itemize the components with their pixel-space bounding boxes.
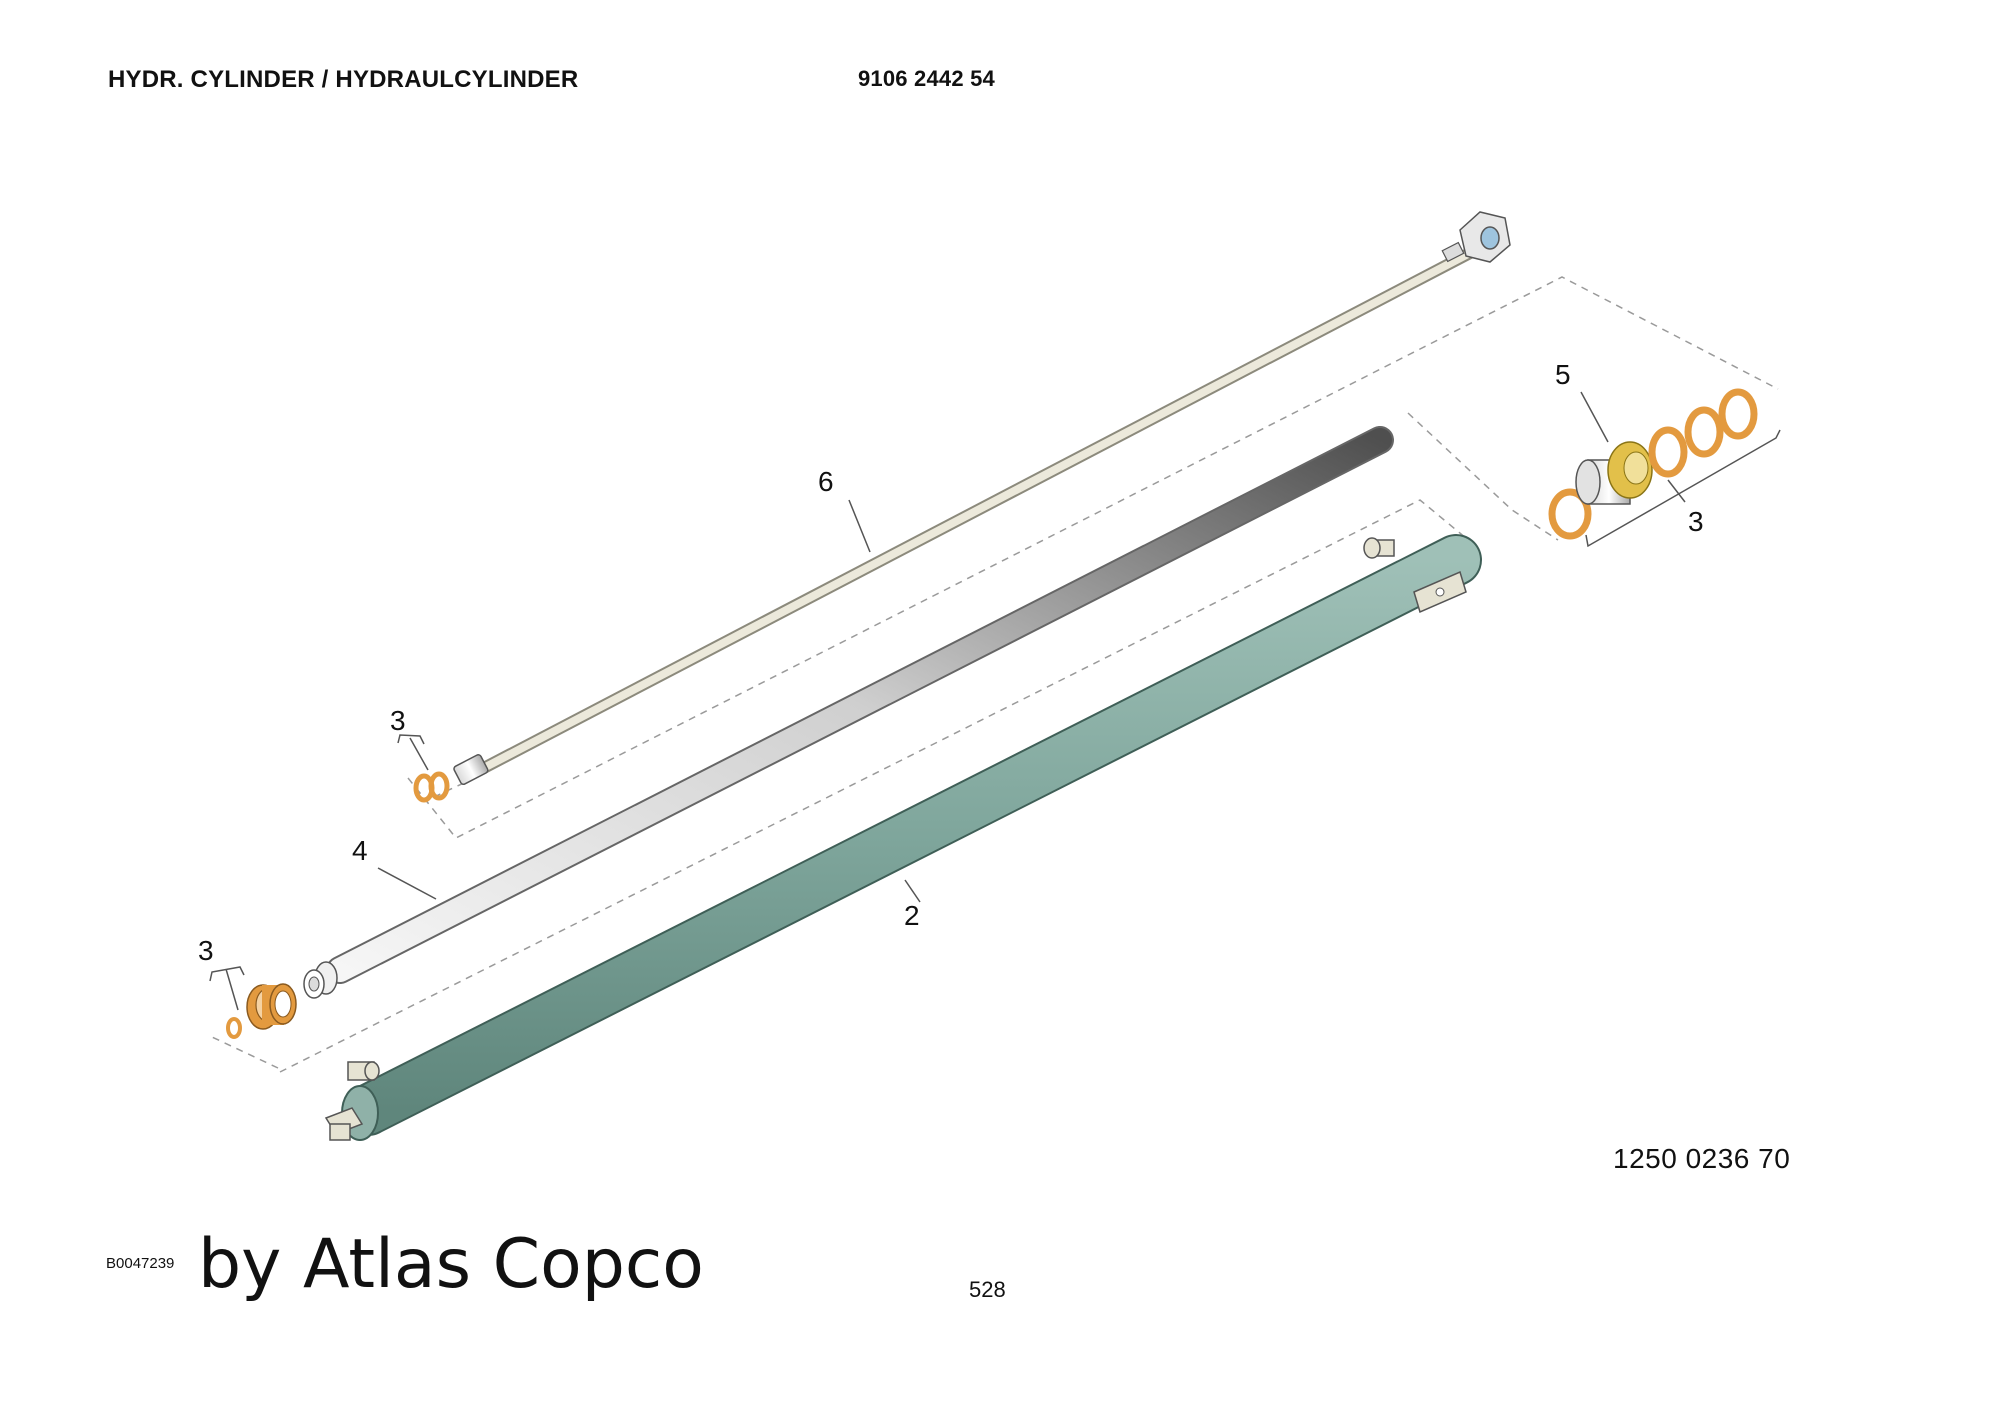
piston-rod — [303, 426, 1394, 999]
document-code: B0047239 — [106, 1255, 175, 1272]
page-number: 528 — [969, 1277, 1006, 1302]
callout-4: 4 — [352, 835, 368, 866]
part-number: 9106 2442 54 — [858, 66, 995, 91]
cylinder-barrel — [324, 534, 1482, 1141]
cylinder-clevis — [324, 1107, 364, 1141]
callout-2: 2 — [904, 900, 920, 931]
callout-6: 6 — [818, 466, 834, 497]
callout-3-left: 3 — [198, 935, 214, 966]
guide-line-rod-lower — [211, 1036, 279, 1069]
bracket-3-middle — [397, 734, 429, 771]
rod-end-piston — [303, 961, 338, 999]
leader-6 — [848, 499, 871, 553]
cylinder-top-port — [1363, 537, 1395, 559]
guide-line-cylinder — [279, 499, 1479, 1073]
brand-text: by Atlas Copco — [198, 1225, 704, 1304]
callout-3-right: 3 — [1688, 506, 1704, 537]
hose-banjo-fitting — [1441, 211, 1511, 263]
cylinder-mounting-bracket — [1413, 570, 1467, 614]
bracket-3-left — [209, 966, 245, 1011]
hose-assembly — [453, 211, 1511, 786]
bracket-3-right — [1585, 429, 1781, 548]
leader-4 — [377, 867, 437, 900]
guide-line-rod — [1407, 412, 1559, 541]
assembly-guide-lines — [211, 276, 1779, 1073]
callout-5: 5 — [1555, 359, 1571, 390]
gland-nut-fitting — [1548, 441, 1653, 540]
cylinder-bottom-port — [347, 1061, 380, 1081]
hose-end-fitting — [453, 754, 489, 786]
seal-kit-right — [1648, 388, 1758, 478]
leader-2 — [904, 879, 921, 903]
seal-kit-left — [226, 983, 297, 1039]
leader-lines — [209, 391, 1781, 1011]
document-title: HYDR. CYLINDER / HYDRAULCYLINDER — [108, 66, 579, 93]
seal-kit-middle — [413, 771, 450, 803]
callout-3-middle: 3 — [390, 705, 406, 736]
drawing-number: 1250 0236 70 — [1613, 1143, 1791, 1174]
callout-labels: 6 4 2 3 3 3 5 — [198, 359, 1704, 966]
leader-5 — [1580, 391, 1609, 443]
